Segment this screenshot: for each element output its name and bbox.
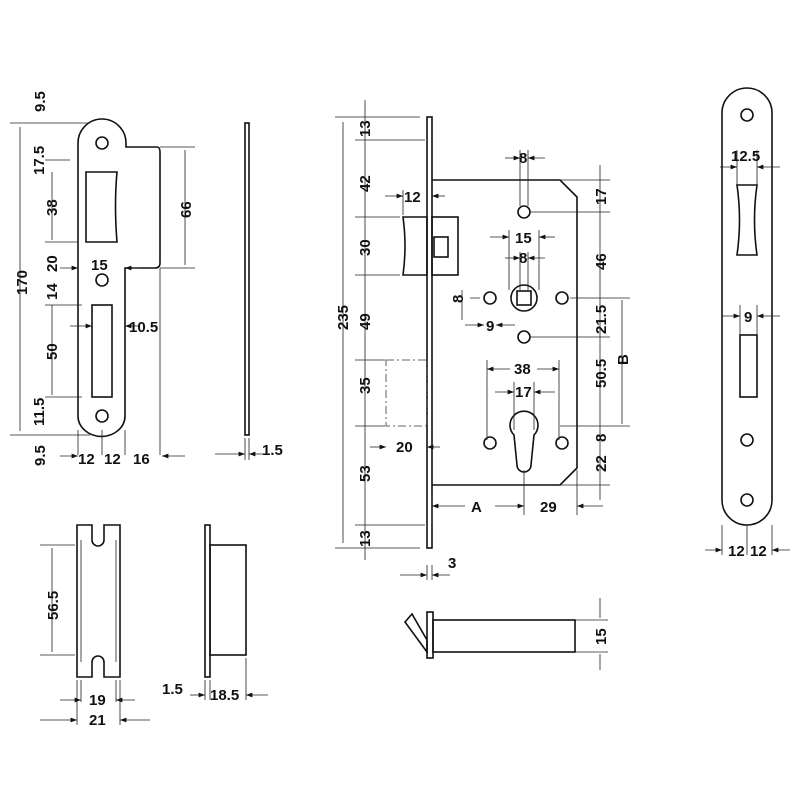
dim-label: 12 xyxy=(750,543,767,560)
dim-label: 17 xyxy=(593,188,610,205)
dim-label: 9.5 xyxy=(32,91,49,112)
dim-label: 1.5 xyxy=(262,442,283,459)
lock-left-dims: 13 42 30 235 49 35 53 13 xyxy=(335,120,374,547)
dim-label: 17.5 xyxy=(31,146,48,175)
dim-label: 22 xyxy=(593,455,610,472)
dim-label: 12 xyxy=(104,451,121,468)
dim-label: 29 xyxy=(540,499,557,516)
dim-label: 21.5 xyxy=(593,305,610,334)
dim-label: 11.5 xyxy=(31,398,48,426)
dim-label: 15 xyxy=(515,230,532,247)
dim-label: 35 xyxy=(357,377,374,394)
dim-label: 9 xyxy=(486,318,494,335)
dim-label: B xyxy=(615,354,632,365)
dim-label: 9.5 xyxy=(32,445,49,466)
dim-label: 21 xyxy=(89,712,106,729)
dim-label: 12 xyxy=(404,189,421,206)
dim-label: 15 xyxy=(593,628,610,645)
keeper-box: 56.5 19 21 1.5 18.5 xyxy=(40,524,268,729)
dim-label: 16 xyxy=(133,451,150,468)
dim-label: 13 xyxy=(357,530,374,547)
dim-label: 53 xyxy=(357,465,374,482)
dim-label: 15 xyxy=(91,257,108,274)
dim-label: 9 xyxy=(744,309,752,326)
bolt-side-view: 15 xyxy=(403,598,610,670)
dim-label: 235 xyxy=(335,305,352,330)
dim-label: 49 xyxy=(357,313,374,330)
lock-body: 13 42 30 235 49 35 53 13 12 20 8 15 8 8 … xyxy=(335,100,632,580)
dim-label: 50.5 xyxy=(593,359,610,388)
dim-label: 17 xyxy=(515,384,532,401)
dim-label: 10.5 xyxy=(129,319,158,336)
dim-label: 13 xyxy=(357,120,374,137)
dim-label: 8 xyxy=(519,150,527,167)
dim-label: 12 xyxy=(78,451,95,468)
dim-label: 50 xyxy=(44,343,61,360)
dim-label: 30 xyxy=(357,239,374,256)
dim-label: 1.5 xyxy=(162,681,183,698)
dim-label: 56.5 xyxy=(45,591,62,620)
dim-label: 8 xyxy=(593,434,610,442)
dim-label: 46 xyxy=(593,253,610,270)
dim-label: 20 xyxy=(396,439,413,456)
dim-label: 8 xyxy=(519,250,527,267)
strike-plate-front: 9.5 17.5 38 20 170 14 50 11.5 9.5 15 66 … xyxy=(10,91,195,468)
dim-label: 38 xyxy=(514,361,531,378)
dim-label: 42 xyxy=(357,175,374,192)
dim-label: 8 xyxy=(450,295,467,303)
dim-label: 19 xyxy=(89,692,106,709)
dim-label: 3 xyxy=(448,555,456,572)
dim-label: 14 xyxy=(44,283,61,300)
dim-label: A xyxy=(471,499,482,516)
strike-plate-side: 1.5 xyxy=(215,122,283,460)
dim-label: 12 xyxy=(728,543,745,560)
lock-faceplate: 12.5 9 12 12 xyxy=(705,87,790,560)
dim-label: 12.5 xyxy=(731,148,760,165)
dim-label: 66 xyxy=(178,201,195,218)
dim-label: 170 xyxy=(14,270,31,295)
dim-label: 20 xyxy=(44,255,61,272)
dim-label: 38 xyxy=(44,199,61,216)
dim-label: 18.5 xyxy=(210,687,239,704)
